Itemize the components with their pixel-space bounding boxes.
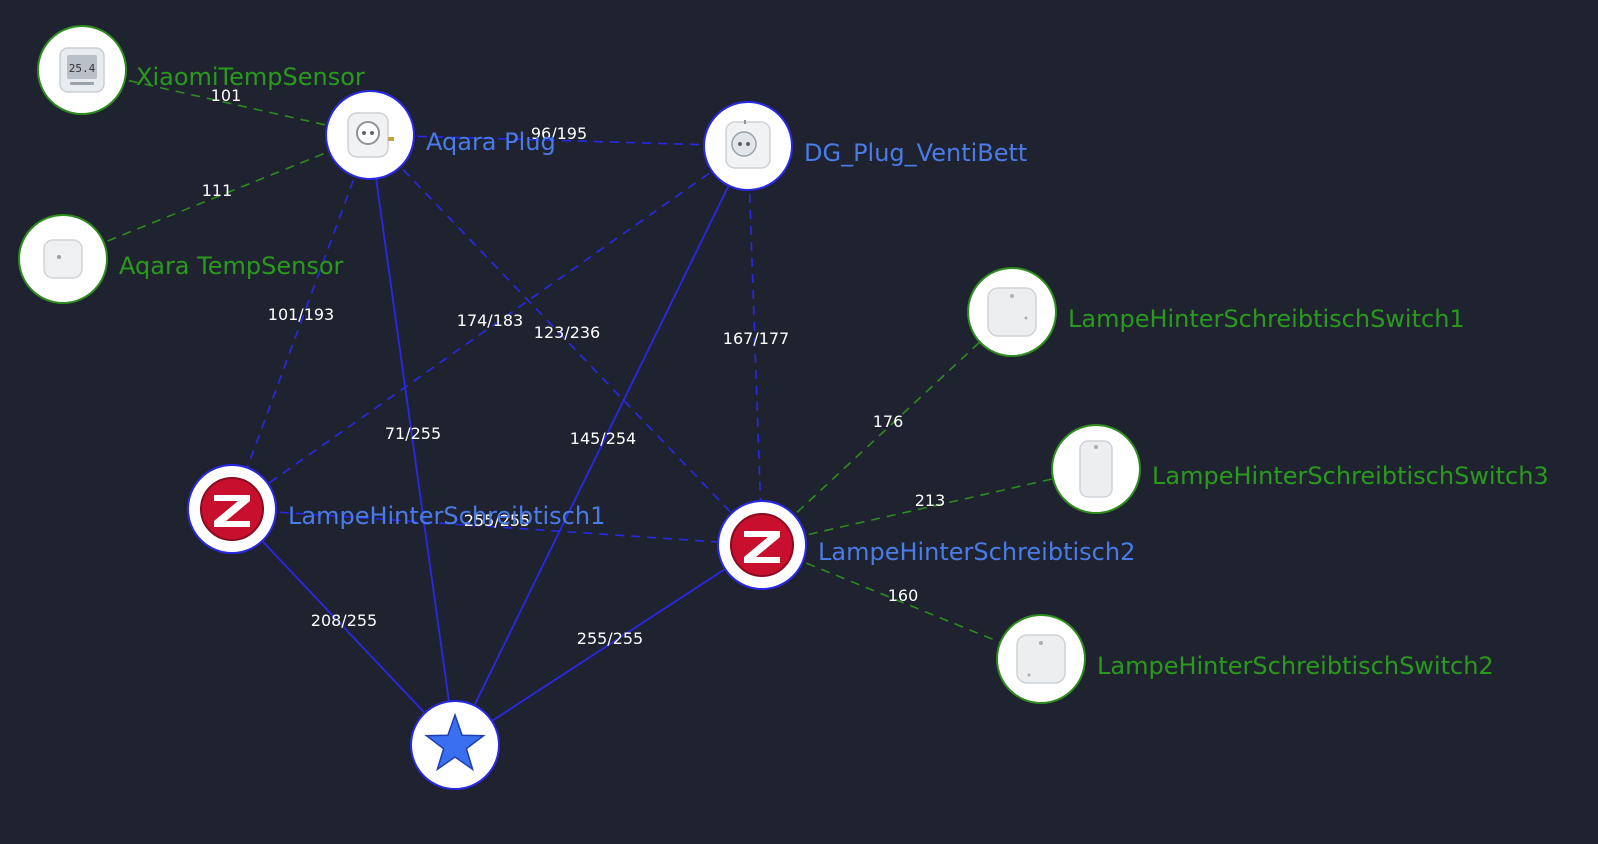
- node-lampe2[interactable]: [717, 500, 807, 590]
- link-labels-layer: 101 111 96/195 101/193 174/183 123/236 1…: [202, 86, 946, 648]
- wall-switch-icon: [1016, 634, 1066, 684]
- link-label-dg-plug-coordinator: 145/254: [570, 429, 636, 448]
- node-switch1[interactable]: [967, 267, 1057, 357]
- link-lampe2-switch1[interactable]: [761, 311, 1013, 546]
- link-aqara-temp-aqara-plug[interactable]: [62, 134, 371, 260]
- node-coordinator[interactable]: [410, 700, 500, 790]
- link-xiaomi-aqara-plug[interactable]: [81, 69, 371, 136]
- link-label-aqara-plug-dg-plug: 96/195: [531, 124, 587, 143]
- link-lampe1-lampe2[interactable]: [231, 508, 763, 546]
- link-label-lampe2-coordinator: 255/255: [577, 629, 643, 648]
- smart-plug-icon: [347, 112, 394, 158]
- link-lampe1-coordinator[interactable]: [231, 508, 456, 746]
- link-label-dg-plug-lampe2: 167/177: [723, 329, 789, 348]
- remote-switch-icon: [1079, 440, 1113, 498]
- link-label-aqara-temp-aqara-plug: 111: [202, 181, 233, 200]
- link-label-lampe2-switch1: 176: [873, 412, 904, 431]
- links-layer: [62, 69, 1097, 746]
- node-aqara-temp-sensor[interactable]: [18, 214, 108, 304]
- link-label-lampe1-lampe2: 255/255: [464, 511, 530, 530]
- node-aqara-plug[interactable]: [325, 90, 415, 180]
- zigbee-logo-icon: [200, 477, 264, 541]
- star-icon: [424, 712, 486, 772]
- link-lampe2-switch2[interactable]: [761, 544, 1042, 660]
- node-label-aqara-temp-sensor: Aqara TempSensor: [119, 252, 344, 280]
- temp-sensor-icon: [43, 239, 83, 279]
- link-label-aqara-plug-lampe2: 123/236: [534, 323, 600, 342]
- link-aqara-plug-coordinator[interactable]: [369, 134, 456, 746]
- link-label-lampe2-switch2: 160: [888, 586, 919, 605]
- node-lampe1[interactable]: [187, 464, 277, 554]
- node-label-xiaomi-temp-sensor: XiaomiTempSensor: [136, 63, 365, 91]
- node-label-lampe1: LampeHinterSchreibtisch1: [288, 502, 605, 530]
- link-label-lampe2-switch3: 213: [915, 491, 946, 510]
- link-aqara-plug-lampe2[interactable]: [369, 134, 763, 546]
- link-label-xiaomi-aqara-plug: 101: [211, 86, 242, 105]
- node-label-lampe2: LampeHinterSchreibtisch2: [818, 538, 1135, 566]
- node-label-switch1: LampeHinterSchreibtischSwitch1: [1068, 305, 1465, 333]
- wall-switch-icon: [987, 287, 1037, 337]
- zigbee-logo-icon: [730, 513, 794, 577]
- svg-text:25.4: 25.4: [69, 62, 96, 75]
- node-switch3[interactable]: [1051, 424, 1141, 514]
- node-switch2[interactable]: [996, 614, 1086, 704]
- link-label-dg-plug-lampe1: 174/183: [457, 311, 523, 330]
- link-label-aqara-plug-lampe1: 101/193: [268, 305, 334, 324]
- link-lampe2-coordinator[interactable]: [454, 544, 763, 746]
- smart-plug-icon: [725, 120, 771, 169]
- node-label-dg-plug-ventibett: DG_Plug_VentiBett: [804, 139, 1027, 167]
- link-dg-plug-coordinator[interactable]: [454, 145, 749, 746]
- link-label-aqara-plug-coordinator: 71/255: [385, 424, 441, 443]
- thermometer-display-icon: 25.4: [59, 47, 105, 93]
- node-label-switch2: LampeHinterSchreibtischSwitch2: [1097, 652, 1494, 680]
- node-label-switch3: LampeHinterSchreibtischSwitch3: [1152, 462, 1549, 490]
- node-label-aqara-plug: Aqara Plug: [426, 128, 556, 156]
- link-aqara-plug-lampe1[interactable]: [231, 134, 371, 510]
- node-dg-plug-ventibett[interactable]: [703, 101, 793, 191]
- node-xiaomi-temp-sensor[interactable]: 25.4: [37, 25, 127, 115]
- link-label-lampe1-coordinator: 208/255: [311, 611, 377, 630]
- link-dg-plug-lampe2[interactable]: [747, 145, 763, 546]
